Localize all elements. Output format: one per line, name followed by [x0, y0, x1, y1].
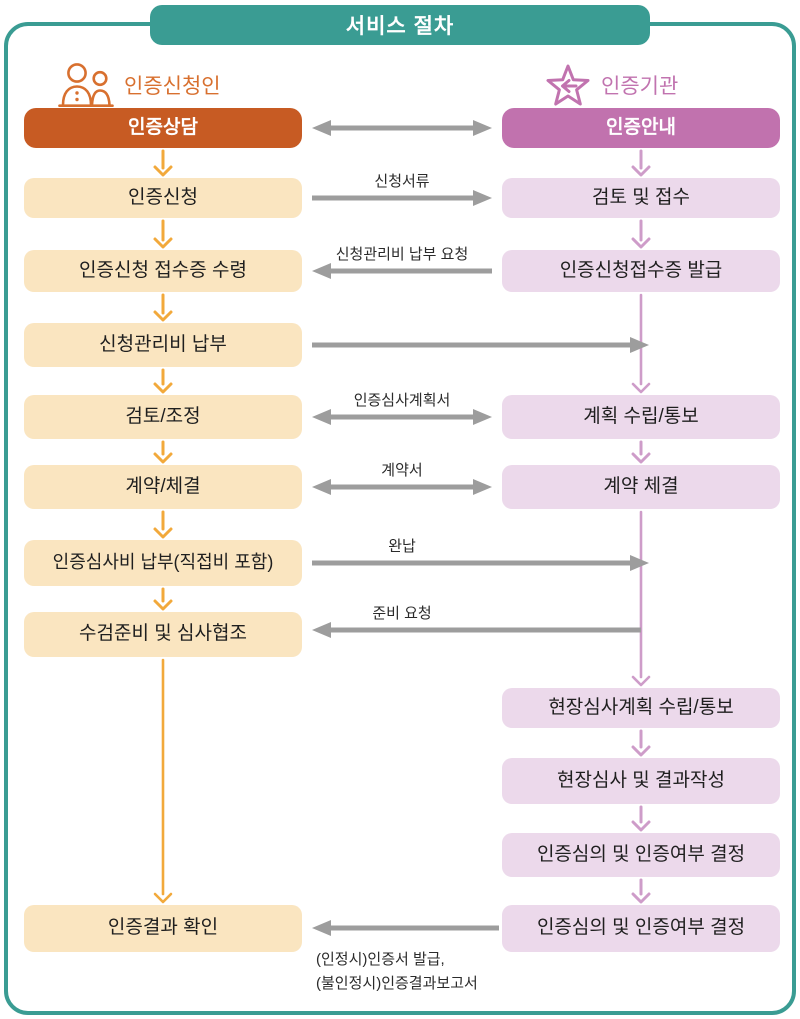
box-onsite-audit: 현장심사 및 결과작성 — [502, 758, 780, 804]
box-cert-apply: 인증신청 — [24, 178, 302, 218]
box-audit-fee-pay: 인증심사비 납부(직접비 포함) — [24, 540, 302, 586]
box-contract-conclude: 계약 체결 — [502, 465, 780, 509]
label-result-issue-2: (불인정시)인증결과보고서 — [316, 975, 478, 992]
label-audit-plan: 인증심사계획서 — [353, 392, 451, 409]
box-onsite-plan: 현장심사계획 수립/통보 — [502, 688, 780, 728]
box-contract-sign: 계약/체결 — [24, 465, 302, 509]
box-receipt-issue: 인증신청접수증 발급 — [502, 250, 780, 292]
label-result-issue-1: (인정시)인증서 발급, — [316, 951, 445, 968]
label-prep-request: 준비 요청 — [372, 605, 432, 622]
label-full-payment: 완납 — [388, 538, 416, 555]
box-audit-prep: 수검준비 및 심사협조 — [24, 612, 302, 657]
box-review-receive: 검토 및 접수 — [502, 178, 780, 218]
label-contract: 계약서 — [381, 462, 423, 479]
certifier-column-label: 인증기관 — [601, 75, 679, 98]
box-cert-consult: 인증상담 — [24, 108, 302, 148]
certifier-column-header: 인증기관 — [545, 62, 678, 108]
applicant-column-header: 인증신청인 — [58, 62, 221, 108]
label-app-fee-request: 신청관리비 납부 요청 — [335, 246, 469, 263]
box-cert-decision-1: 인증심의 및 인증여부 결정 — [502, 833, 780, 877]
diagram-title: 서비스 절차 — [345, 15, 455, 38]
box-cert-decision-2: 인증심의 및 인증여부 결정 — [502, 905, 780, 952]
label-application-docs: 신청서류 — [374, 173, 430, 190]
box-app-fee-pay: 신청관리비 납부 — [24, 323, 302, 367]
star-left-arrow-icon — [546, 64, 590, 106]
applicant-column-label: 인증신청인 — [124, 75, 221, 98]
box-receipt-receive: 인증신청 접수증 수령 — [24, 250, 302, 292]
box-review-adjust: 검토/조정 — [24, 395, 302, 439]
people-icon — [58, 63, 114, 108]
box-result-confirm: 인증결과 확인 — [24, 905, 302, 952]
box-cert-guide: 인증안내 — [502, 108, 780, 148]
box-plan-notify: 계획 수립/통보 — [502, 395, 780, 439]
diagram-title-banner: 서비스 절차 — [150, 5, 650, 45]
